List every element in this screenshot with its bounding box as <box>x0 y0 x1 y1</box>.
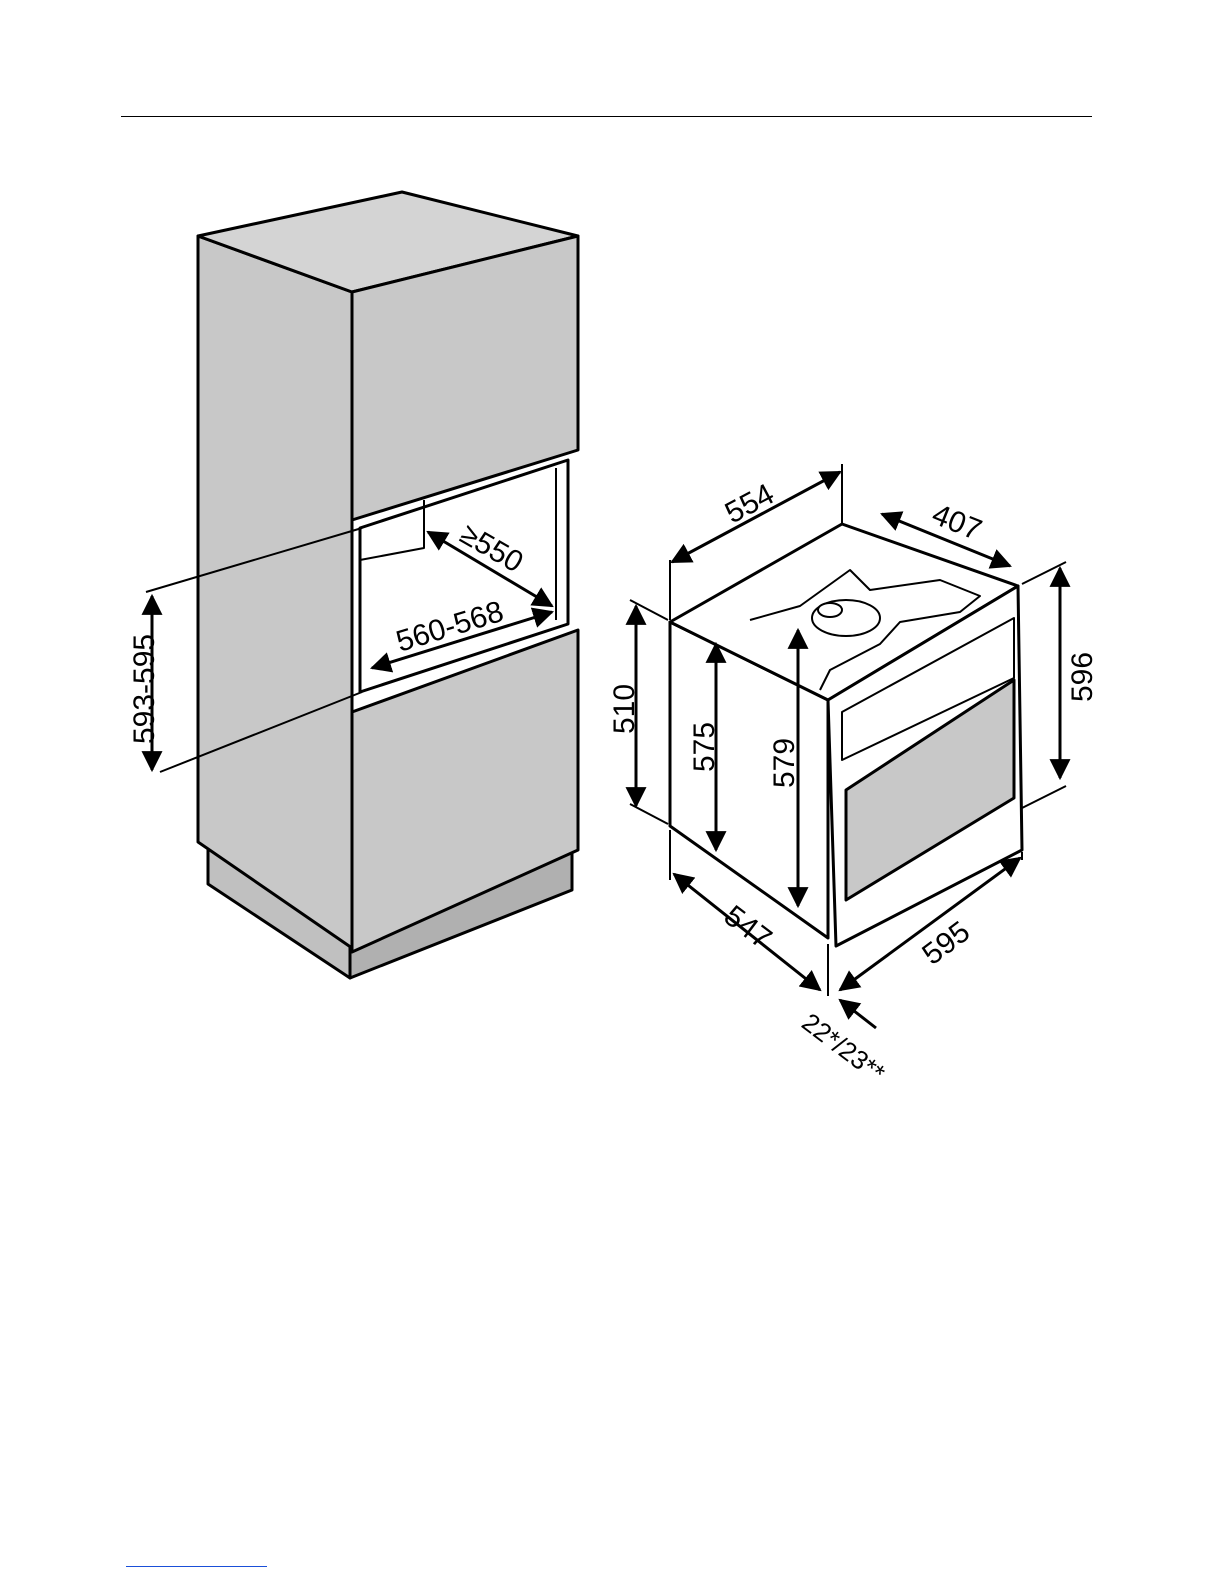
oven-height-label: 596 <box>1066 652 1099 702</box>
oven-inner-label: 579 <box>768 738 801 788</box>
burner-cap-icon <box>818 603 842 617</box>
oven-depth-bottom-label: 547 <box>718 899 778 955</box>
oven-top-back-label: 407 <box>927 498 986 547</box>
oven-top-depth-label: 554 <box>720 478 780 531</box>
tall-cabinet <box>198 192 578 978</box>
oven-width-label: 595 <box>916 915 976 971</box>
oven-side-height-label: 510 <box>608 684 641 734</box>
oven-inner-front-label: 575 <box>688 722 721 772</box>
oven-side-ext-bottom <box>630 804 668 824</box>
oven-front-panel-arrow <box>840 1000 876 1028</box>
footer-link-underline[interactable] <box>126 1566 267 1567</box>
oven-height-ext-bottom <box>1022 786 1066 808</box>
oven-front-panel-label: 22*/23** <box>796 1007 890 1088</box>
oven <box>670 524 1022 946</box>
cabinet-side-panel <box>198 236 352 948</box>
cabinet-height-label: 593-595 <box>128 634 161 744</box>
